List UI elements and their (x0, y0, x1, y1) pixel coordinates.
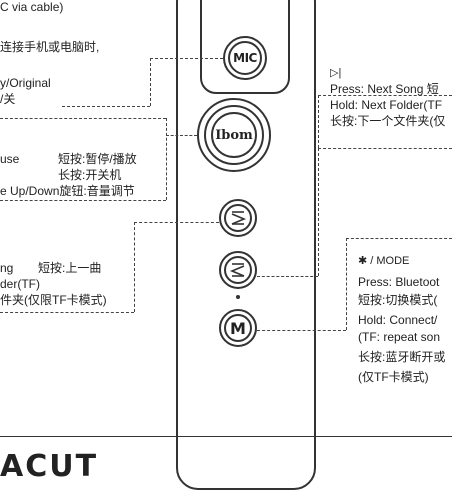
next-desc-line3: 长按:下一个文件夹(仅 (330, 114, 446, 128)
brand-logo: Ibom (211, 112, 257, 158)
next-icon-text: ▷| (330, 67, 342, 79)
leader-prev-bottom (0, 312, 134, 313)
play-desc-line3: e Up/Down旋钮:音量调节 (0, 184, 135, 198)
next-desc-line2: Hold: Next Folder(TF (330, 98, 443, 112)
mic-desc-line1: C via cable) (0, 0, 64, 14)
mode-header: ✱ / MODE (358, 255, 410, 267)
mic-button[interactable]: MIC (223, 36, 267, 80)
prev-desc-line3: 件夹(仅限TF卡模式) (0, 293, 107, 307)
mode-desc-line1: Press: Bluetoot (358, 275, 440, 289)
section-title: ACUT (0, 449, 99, 484)
mic-desc-line4: /关 (0, 92, 16, 106)
leader-play-bottom (0, 200, 166, 201)
mode-button-label: M (230, 318, 246, 338)
previous-song-icon (224, 256, 252, 284)
prev-desc-line2: der(TF) (0, 277, 40, 291)
previous-song-button[interactable] (219, 251, 257, 289)
leader-mode-top (346, 238, 452, 239)
mic-desc-line3: y/Original (0, 76, 51, 90)
leader-next-to-button (257, 276, 318, 277)
leader-prev-vertical (134, 222, 135, 312)
mode-desc-line2: 短按:切换模式( (358, 293, 438, 307)
knob-middle-ring: Ibom (204, 105, 264, 165)
leader-mic-horizontal (62, 106, 150, 107)
prev-desc-line1-en: ng (0, 261, 14, 275)
leader-prev-to-button (134, 222, 219, 223)
leader-play-to-knob (166, 135, 197, 136)
mode-desc-line6: (仅TF卡模式) (358, 370, 429, 384)
leader-play-top (0, 118, 166, 119)
mode-icon: M (224, 314, 252, 342)
mode-button[interactable]: M (219, 309, 257, 347)
indicator-dot (236, 295, 240, 299)
play-desc-line1-cn: 短按:暂停/播放 (58, 152, 137, 166)
leader-mode-to-button (257, 330, 346, 331)
mode-desc-line5: 长按:蓝牙断开或 (358, 350, 446, 364)
next-desc-line1: Press: Next Song 短 (330, 82, 439, 96)
mode-desc-line4: (TF: repeat son (358, 330, 441, 344)
leader-next-vertical (318, 148, 319, 276)
prev-desc-line1-cn: 短按:上一曲 (38, 261, 102, 275)
leader-play-vertical (166, 118, 167, 200)
play-pause-knob[interactable]: Ibom (197, 98, 271, 172)
play-desc-line1-en: use (0, 152, 20, 166)
leader-mic-to-button (150, 58, 223, 59)
leader-mode-vertical (346, 238, 347, 330)
section-divider (0, 436, 452, 437)
leader-next-top (318, 95, 452, 96)
play-desc-line2: 长按:开关机 (58, 168, 122, 182)
mode-desc-line3: Hold: Connect/ (358, 313, 438, 327)
mic-desc-line2: 连接手机或电脑时, (0, 40, 100, 54)
mic-button-label: MIC (228, 41, 262, 75)
leader-next-vertical-top (318, 95, 319, 148)
leader-next-mid (318, 148, 452, 149)
next-song-icon (224, 204, 252, 232)
next-song-button[interactable] (219, 199, 257, 237)
leader-mic-vertical (150, 58, 151, 106)
